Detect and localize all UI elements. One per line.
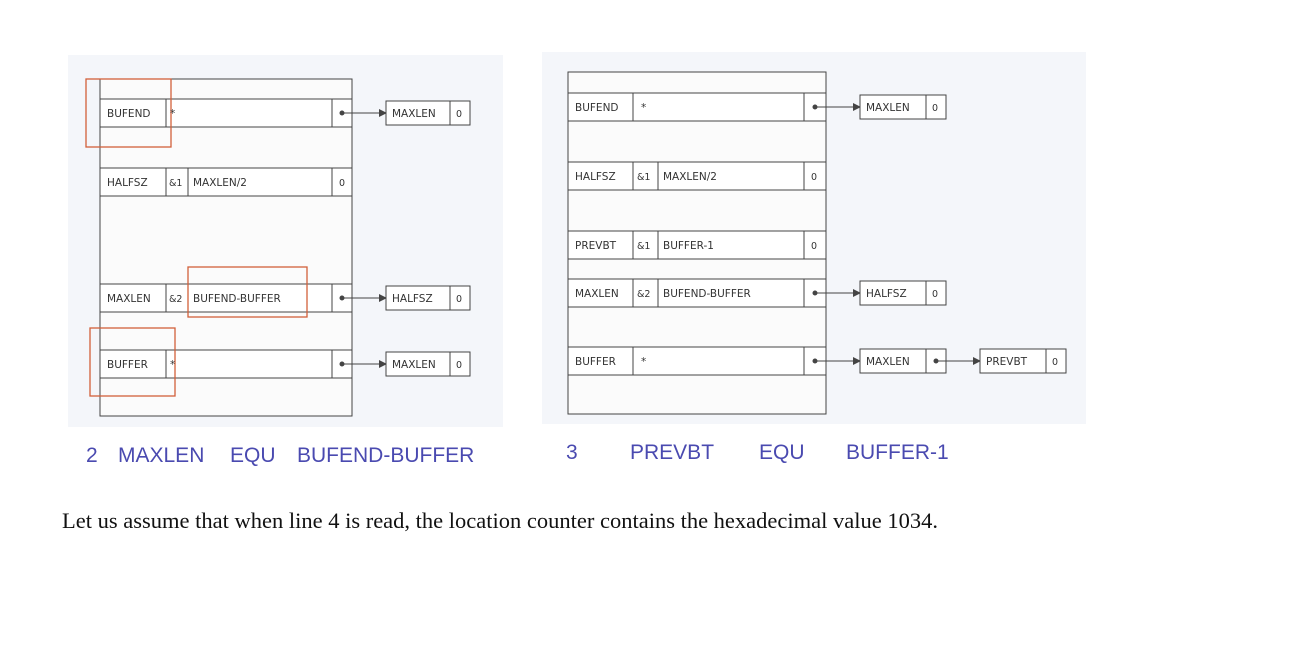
right-chain-box-3-label: MAXLEN (866, 356, 910, 368)
right-row-prevbt-flag: &1 (637, 241, 650, 252)
right-chain-box-4-label: PREVBT (986, 356, 1028, 368)
body-paragraph: Let us assume that when line 4 is read, … (62, 508, 938, 533)
highlight-box-buffer (89, 327, 176, 397)
left-row-maxlen (99, 283, 353, 313)
left-chain-box-2-label: HALFSZ (392, 293, 433, 305)
right-row-prevbt-value: 0 (811, 241, 817, 252)
left-row-halfsz-expr: MAXLEN/2 (193, 177, 247, 189)
left-caption: 2 MAXLEN EQU BUFEND-BUFFER (86, 444, 474, 467)
right-row-halfsz-label: HALFSZ (575, 171, 616, 183)
left-row-bufend-col: * (170, 108, 175, 120)
right-row-halfsz-expr: MAXLEN/2 (663, 171, 717, 183)
right-chain-box-1-value: 0 (932, 103, 938, 114)
left-row-halfsz-label: HALFSZ (107, 177, 148, 189)
left-chain-box-2-value: 0 (456, 294, 462, 305)
right-caption: 3 PREVBT EQU BUFFER-1 (566, 441, 949, 464)
left-chain-box-3-label: MAXLEN (392, 359, 436, 371)
right-row-maxlen-expr: BUFEND-BUFFER (663, 288, 751, 300)
left-row-maxlen-expr: BUFEND-BUFFER (193, 293, 281, 305)
right-diagram (567, 71, 1067, 415)
right-chain-box-2-label: HALFSZ (866, 288, 907, 300)
right-chain-box-4-value: 0 (1052, 357, 1058, 368)
right-row-halfsz-value: 0 (811, 172, 817, 183)
left-row-buffer-label: BUFFER (107, 359, 148, 371)
left-row-buffer-col: * (170, 359, 175, 371)
left-caption-label: MAXLEN (118, 444, 204, 467)
right-row-prevbt-expr: BUFFER-1 (663, 240, 714, 252)
right-chain-box-3 (859, 348, 947, 374)
right-row-buffer-label: BUFFER (575, 356, 616, 368)
left-chain-box-1 (385, 100, 471, 126)
left-chain-box-1-value: 0 (456, 109, 462, 120)
right-caption-line: 3 (566, 441, 578, 464)
left-chain-box-3 (385, 351, 471, 377)
left-caption-line: 2 (86, 444, 98, 467)
right-row-bufend-col: * (641, 102, 646, 114)
left-row-halfsz-value: 0 (339, 178, 345, 189)
left-chain-box-2 (385, 285, 471, 311)
left-caption-op: EQU (230, 444, 276, 467)
right-chain-box-1 (859, 94, 947, 120)
left-row-maxlen-flag: &2 (169, 294, 182, 305)
right-row-prevbt-label: PREVBT (575, 240, 617, 252)
right-row-bufend (567, 92, 827, 122)
right-chain-box-4 (979, 348, 1067, 374)
right-row-halfsz (567, 161, 827, 191)
right-chain-box-2 (859, 280, 947, 306)
highlight-box-bufend (85, 78, 172, 148)
right-row-halfsz-flag: &1 (637, 172, 650, 183)
left-row-halfsz (99, 167, 353, 197)
right-caption-op: EQU (759, 441, 805, 464)
left-diagram (85, 78, 471, 417)
right-chain-box-1-label: MAXLEN (866, 102, 910, 114)
right-caption-operand: BUFFER-1 (846, 441, 949, 464)
right-row-maxlen (567, 278, 827, 308)
left-row-halfsz-flag: &1 (169, 178, 182, 189)
right-row-buffer-col: * (641, 356, 646, 368)
left-row-bufend-label: BUFEND (107, 108, 151, 120)
right-row-prevbt (567, 230, 827, 260)
right-chain-box-2-value: 0 (932, 289, 938, 300)
right-caption-label: PREVBT (630, 441, 714, 464)
left-row-maxlen-label: MAXLEN (107, 293, 151, 305)
right-row-buffer (567, 346, 827, 376)
right-row-maxlen-flag: &2 (637, 289, 650, 300)
right-row-bufend-label: BUFEND (575, 102, 619, 114)
left-chain-box-3-value: 0 (456, 360, 462, 371)
right-row-maxlen-label: MAXLEN (575, 288, 619, 300)
left-caption-operand: BUFEND-BUFFER (297, 444, 474, 467)
highlight-box-bufend-buffer (187, 266, 308, 318)
left-chain-box-1-label: MAXLEN (392, 108, 436, 120)
